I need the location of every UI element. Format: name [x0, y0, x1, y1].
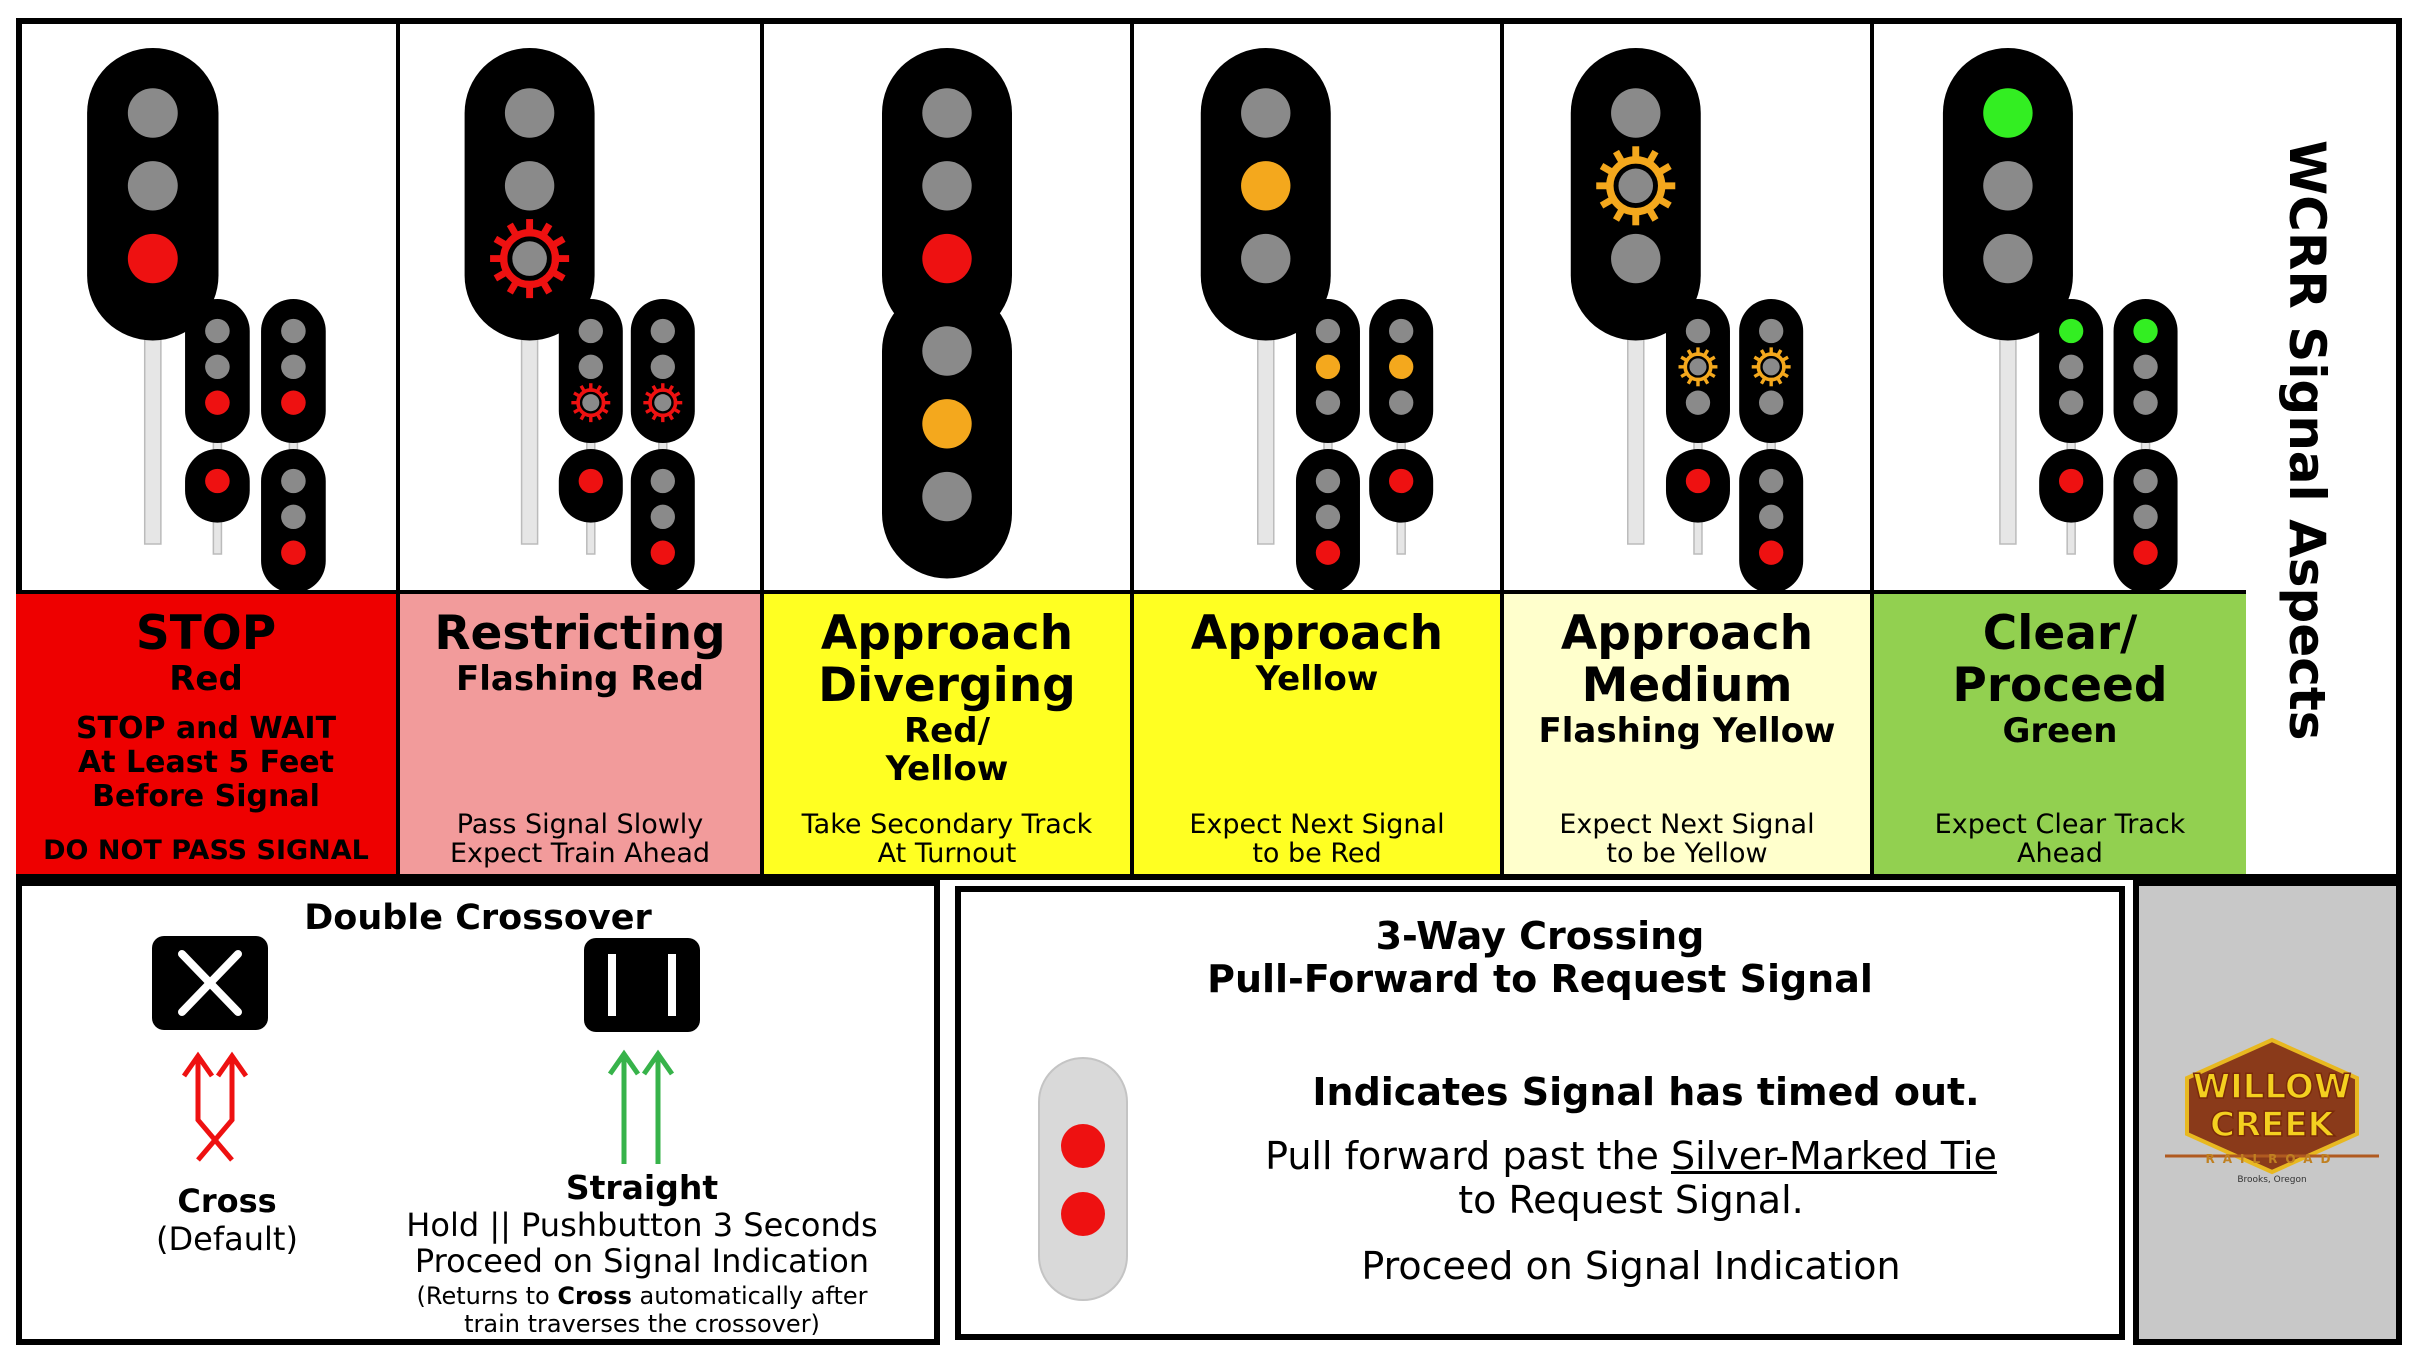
signal-head-icon — [464, 48, 695, 590]
page-title: WCRR Signal Aspects — [2278, 140, 2336, 741]
aspect-description: Take Secondary Track At Turnout — [801, 809, 1093, 869]
svg-text:CREEK: CREEK — [2210, 1105, 2336, 1145]
straight-proceed-text: Proceed on Signal Indication — [414, 1242, 870, 1280]
signal-head-icon — [1570, 48, 1804, 590]
crossover-title: Double Crossover — [304, 898, 652, 938]
cross-default-label: (Default) — [156, 1220, 298, 1258]
three-way-crossing-panel: 3-Way Crossing Pull-Forward to Request S… — [955, 886, 2125, 1340]
timed-out-signal-icon — [1038, 1057, 1128, 1301]
svg-text:WILLOW: WILLOW — [2193, 1067, 2352, 1107]
aspect-description: Expect Next Signal to be Red — [1189, 809, 1445, 869]
straight-icon — [584, 938, 700, 1032]
aspect-color: Green — [2002, 711, 2118, 751]
aspect-color: Red — [169, 659, 243, 699]
signal-head-icon — [1942, 48, 2178, 590]
aspect-name: Approach Medium — [1560, 606, 1814, 713]
aspect-description: Expect Clear Track Ahead — [1934, 809, 2186, 869]
crossover-note-line2: train traverses the crossover) — [464, 1310, 820, 1338]
aspect-name: Restricting — [434, 606, 726, 661]
straight-instruction: Hold || Pushbutton 3 Seconds — [406, 1206, 878, 1244]
timed-out-heading: Indicates Signal has timed out. — [1312, 1070, 1980, 1114]
aspect-warning: DO NOT PASS SIGNAL — [43, 835, 369, 866]
svg-text:RAILROAD: RAILROAD — [2205, 1152, 2338, 1166]
double-crossover-panel: Double Crossover Cross (Default) Straigh… — [16, 880, 940, 1345]
aspect-description: Expect Next Signal to be Yellow — [1559, 809, 1815, 869]
aspect-color: Flashing Yellow — [1538, 711, 1836, 751]
aspect-color: Yellow — [1255, 659, 1379, 699]
logo-panel: WILLOW CREEK RAILROAD Brooks, Oregon — [2133, 880, 2402, 1345]
silver-tie-link: Silver-Marked Tie — [1671, 1134, 1997, 1178]
aspect-color: Red/ Yellow — [885, 711, 1009, 789]
aspect-color: Flashing Red — [456, 659, 704, 699]
aspect-name: Approach — [1190, 606, 1444, 661]
pull-forward-text: Pull forward past the Silver-Marked Tie — [1265, 1134, 1997, 1178]
willow-creek-logo: WILLOW CREEK RAILROAD Brooks, Oregon — [2165, 1037, 2379, 1185]
cross-arrows-icon — [181, 1051, 249, 1162]
aspect-instruction: STOP and WAIT At Least 5 Feet Before Sig… — [75, 711, 337, 814]
aspect-description: Pass Signal Slowly Expect Train Ahead — [449, 809, 711, 869]
proceed-text: Proceed on Signal Indication — [1361, 1244, 1901, 1288]
crossing-title: 3-Way Crossing — [1375, 914, 1705, 958]
crossover-note: (Returns to Cross automatically after — [416, 1282, 868, 1310]
aspect-name: STOP — [135, 606, 277, 661]
svg-text:Brooks, Oregon: Brooks, Oregon — [2237, 1175, 2306, 1185]
straight-arrows-icon — [607, 1049, 675, 1164]
aspect-name: Clear/ Proceed — [1952, 606, 2168, 713]
straight-label: Straight — [565, 1168, 719, 1207]
signal-aspects-panel — [16, 18, 2402, 880]
crossing-subtitle: Pull-Forward to Request Signal — [1207, 957, 1873, 1001]
aspect-name: Approach Diverging — [818, 606, 1076, 713]
signal-head-icon — [87, 48, 326, 590]
cross-icon — [152, 936, 268, 1030]
signal-head-icon — [1200, 48, 1434, 590]
signal-head-icon — [882, 48, 1012, 579]
request-signal-text: to Request Signal. — [1458, 1178, 1804, 1222]
cross-label: Cross — [177, 1182, 277, 1220]
